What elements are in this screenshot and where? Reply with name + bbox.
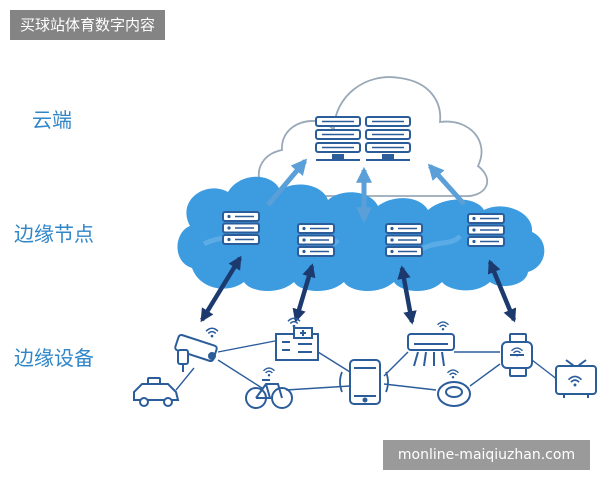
edge-device-arrow-1 — [200, 255, 242, 323]
bicycle-wifi-icon — [262, 367, 276, 377]
ac-wifi-icon — [436, 321, 450, 331]
taxi-icon — [133, 377, 180, 407]
cloud-server-right — [365, 116, 411, 161]
edge-server-1-icon — [222, 211, 260, 245]
smartphone-icon — [349, 359, 381, 405]
edge-device-arrow-3 — [397, 265, 417, 325]
cloud-edge-arrow-1 — [266, 158, 308, 207]
security-camera-icon — [174, 333, 218, 372]
cloud-edge-arrow-3 — [427, 163, 466, 206]
device-links — [175, 339, 559, 391]
hospital-building-icon — [275, 327, 319, 361]
cloud-server-left — [315, 116, 361, 161]
edge-server-2-icon — [297, 223, 335, 257]
camera-wifi-icon — [205, 327, 219, 338]
robot-vacuum-icon — [437, 381, 471, 407]
bicycle-icon — [245, 379, 293, 409]
edge-device-arrows — [200, 255, 517, 325]
edge-device-arrow-2 — [292, 263, 316, 323]
watermark: monline-maiqiuzhan.com — [383, 440, 590, 470]
cloud-edge-arrows — [266, 158, 466, 224]
phone-signal-icon — [339, 371, 389, 393]
smart-tv-icon — [555, 359, 597, 398]
vacuum-wifi-icon — [446, 369, 460, 379]
edge-server-4-icon — [467, 213, 505, 247]
tier-label-edge-devices: 边缘设备 — [14, 346, 94, 370]
tier-label-edge-nodes: 边缘节点 — [14, 222, 94, 246]
air-conditioner-icon — [407, 333, 455, 367]
edge-server-3-icon — [385, 223, 423, 257]
tier-label-cloud: 云端 — [32, 108, 72, 132]
banner-caption: 买球站体育数字内容 — [10, 10, 166, 40]
hospital-wifi-icon — [287, 317, 301, 328]
edge-device-arrow-4 — [487, 259, 517, 323]
